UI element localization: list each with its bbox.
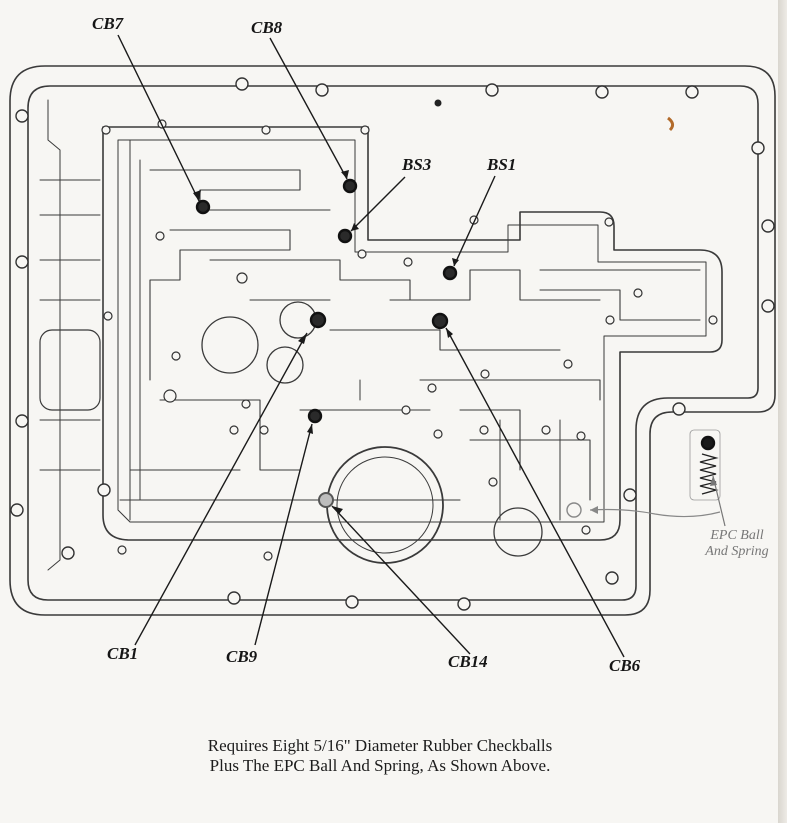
- callout-cb8: CB8: [251, 18, 283, 37]
- valve-body-plate: [102, 126, 723, 541]
- caption-line1: Requires Eight 5/16" Diameter Rubber Che…: [207, 736, 553, 755]
- checkball-cb8: [342, 178, 358, 194]
- checkballs: [195, 178, 716, 508]
- checkball-bs1: [442, 265, 458, 281]
- callout-cb9: CB9: [226, 647, 258, 666]
- case-outline: [9, 65, 776, 616]
- checkball-epc: [700, 435, 716, 451]
- epc-label-line2: And Spring: [705, 544, 769, 559]
- epc-spring: [699, 453, 719, 495]
- case-bolts: [10, 77, 775, 611]
- checkball-bs3: [337, 228, 353, 244]
- callout-cb7: CB7: [92, 14, 124, 33]
- checkball-cb1: [309, 311, 327, 329]
- checkball-cb6: [431, 312, 449, 330]
- checkball-cb14: [318, 492, 334, 508]
- caption-line2: Plus The EPC Ball And Spring, As Shown A…: [209, 756, 551, 775]
- callout-cb1: CB1: [107, 644, 139, 663]
- checkball-cb7: [195, 199, 211, 215]
- epc-label: EPC Ball And Spring: [698, 528, 776, 560]
- page-edge: [778, 0, 787, 823]
- checkball-cb9: [307, 408, 323, 424]
- callout-bs3: BS3: [402, 155, 432, 174]
- epc-label-line1: EPC Ball: [710, 528, 764, 543]
- callout-cb14: CB14: [448, 652, 488, 671]
- caption: Requires Eight 5/16" Diameter Rubber Che…: [150, 736, 610, 776]
- callout-cb6: CB6: [609, 656, 641, 675]
- leader-lines: [117, 34, 726, 658]
- callout-bs1: BS1: [487, 155, 517, 174]
- case-inner-outline: [27, 85, 759, 601]
